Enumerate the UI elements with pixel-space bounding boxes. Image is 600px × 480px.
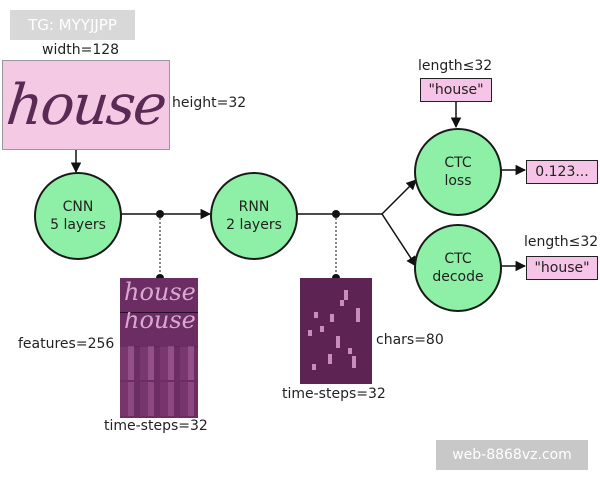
ctc-decode-node: CTC decode [414,224,502,312]
arrow-split-to-loss [381,179,417,215]
watermark-bottom: web-8868vz.com [436,440,588,470]
rnn-node: RNN 2 layers [210,172,298,260]
ctc-loss-node-title: CTC [444,155,472,171]
decode-length-label: length≤32 [524,234,599,250]
width-label: width=128 [42,42,120,58]
loss-length-label: length≤32 [418,58,493,74]
decoded-text-box: "house" [526,256,598,280]
cnn-node: CNN 5 layers [34,172,122,260]
char-probability-map [300,278,372,384]
cnn-node-subtitle: 5 layers [50,217,106,233]
char-activation-mark [320,326,324,332]
char-activation-mark [308,330,312,336]
char-time-steps-label: time-steps=32 [282,386,386,402]
char-activation-mark [340,300,344,306]
cnn-node-title: CNN [62,199,94,215]
char-activation-mark [330,314,334,322]
feature-time-steps-label: time-steps=32 [104,418,208,434]
char-activation-mark [312,364,316,370]
feature-row-blurred [120,382,198,416]
ctc-decode-node-title: CTC [444,251,472,267]
height-label: height=32 [172,95,247,111]
watermark-top: TG: MYYJJPP [10,10,135,40]
ground-truth-box: "house" [420,78,492,102]
char-activation-mark [328,354,332,364]
input-image: house [2,60,170,150]
rnn-node-subtitle: 2 layers [226,217,282,233]
ctc-loss-node: CTC loss [414,128,502,216]
loss-value-box: 0.123... [526,160,598,184]
ctc-loss-node-subtitle: loss [444,173,472,189]
rnn-node-title: RNN [238,199,270,215]
char-activation-mark [352,356,356,368]
feature-row-text: house [124,312,196,334]
char-activation-mark [348,348,352,354]
ctc-decode-node-subtitle: decode [432,269,484,285]
char-activation-mark [314,312,318,318]
feature-row-text: house [124,278,196,306]
feature-row-blurred [120,346,198,380]
features-label: features=256 [18,336,115,352]
chars-label: chars=80 [376,332,444,348]
char-activation-mark [336,336,340,348]
char-activation-mark [344,290,348,300]
arrow-split-to-decode [381,213,417,267]
feature-map: house house [120,278,198,418]
feature-row: house [120,278,198,313]
feature-row: house [120,312,198,347]
handwritten-word: house [3,72,169,138]
char-activation-mark [356,308,360,322]
